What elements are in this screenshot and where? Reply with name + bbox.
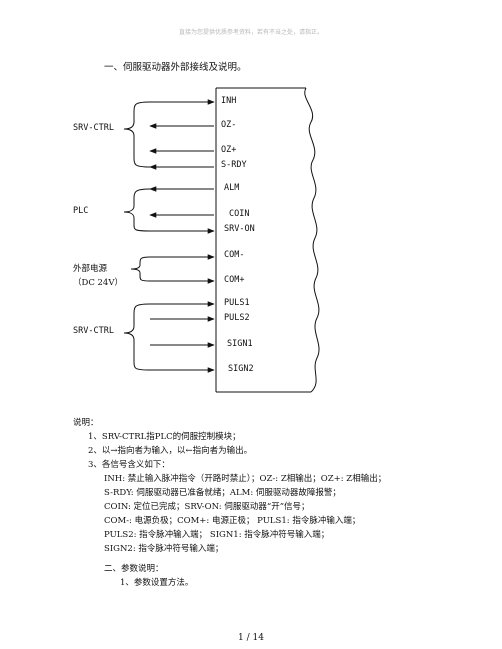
section-heading-wiring: 一、伺服驱动器外部接线及说明。 <box>104 62 247 73</box>
group-label-power: 外部电源 <box>73 264 108 274</box>
note-definition-6: SIGN2: 指令脉冲符号输入端； <box>104 544 224 554</box>
signal-coin: COIN <box>229 209 250 219</box>
signal-s-rdy: S-RDY <box>221 160 247 170</box>
section-heading-parameters: 二、参数说明： <box>104 564 164 574</box>
signal-puls1: PULS1 <box>224 298 250 308</box>
signal-srv-on: SRV-ON <box>224 224 255 234</box>
signal-oz-plus: OZ+ <box>221 145 237 155</box>
signal-inh: INH <box>221 96 237 106</box>
brace-plc <box>123 188 151 232</box>
notes-title: 说明： <box>73 418 99 428</box>
note-item-1: 1、SRV-CTRL指PLC的伺服控制模块； <box>88 432 241 442</box>
group-label-srv-ctrl-bottom: SRV-CTRL <box>73 326 114 336</box>
brace-srv-ctrl-bottom <box>123 303 151 371</box>
note-definition-2: S-RDY: 伺服驱动器已准备就绪；ALM: 伺服驱动器故障报警； <box>104 488 341 498</box>
signal-puls2: PULS2 <box>224 313 250 323</box>
signal-com-plus: COM+ <box>224 275 245 285</box>
subheading-parameter-setting: 1、参数设置方法。 <box>120 578 194 588</box>
note-definition-5: PULS2: 指令脉冲输入端； SIGN1: 指令脉冲符号输入端； <box>104 530 330 540</box>
group-label-power-voltage: （DC 24V） <box>73 278 123 288</box>
watermark: 直接为您提供优质参考资料，若有不当之处，请指正。 <box>178 29 323 36</box>
driver-box-wavy-edge <box>304 87 320 393</box>
page-number: 1 / 14 <box>238 633 264 643</box>
note-definition-4: COM-: 电源负极；COM+: 电源正极； PULS1: 指令脉冲输入端； <box>104 516 361 526</box>
group-label-plc: PLC <box>73 206 89 216</box>
note-item-2: 2、以→指向者为输入，以←指向者为输出。 <box>88 446 253 456</box>
brace-power <box>130 256 151 282</box>
note-definition-1: INH: 禁止输入脉冲指令（开路时禁止）；OZ-: Z相输出；OZ+: Z相输出… <box>104 474 387 484</box>
group-label-srv-ctrl-top: SRV-CTRL <box>73 123 114 133</box>
brace-srv-ctrl-top <box>123 101 151 168</box>
signal-oz-minus: OZ- <box>221 120 237 130</box>
note-definition-3: COIN: 定位已完成；SRV-ON: 伺服驱动器“开”信号； <box>104 502 310 512</box>
note-item-3: 3、各信号含义如下： <box>88 460 170 470</box>
signal-sign1: SIGN1 <box>227 339 253 349</box>
signal-sign2: SIGN2 <box>228 364 254 374</box>
signal-alm: ALM <box>224 183 240 193</box>
signal-com-minus: COM- <box>224 250 245 260</box>
